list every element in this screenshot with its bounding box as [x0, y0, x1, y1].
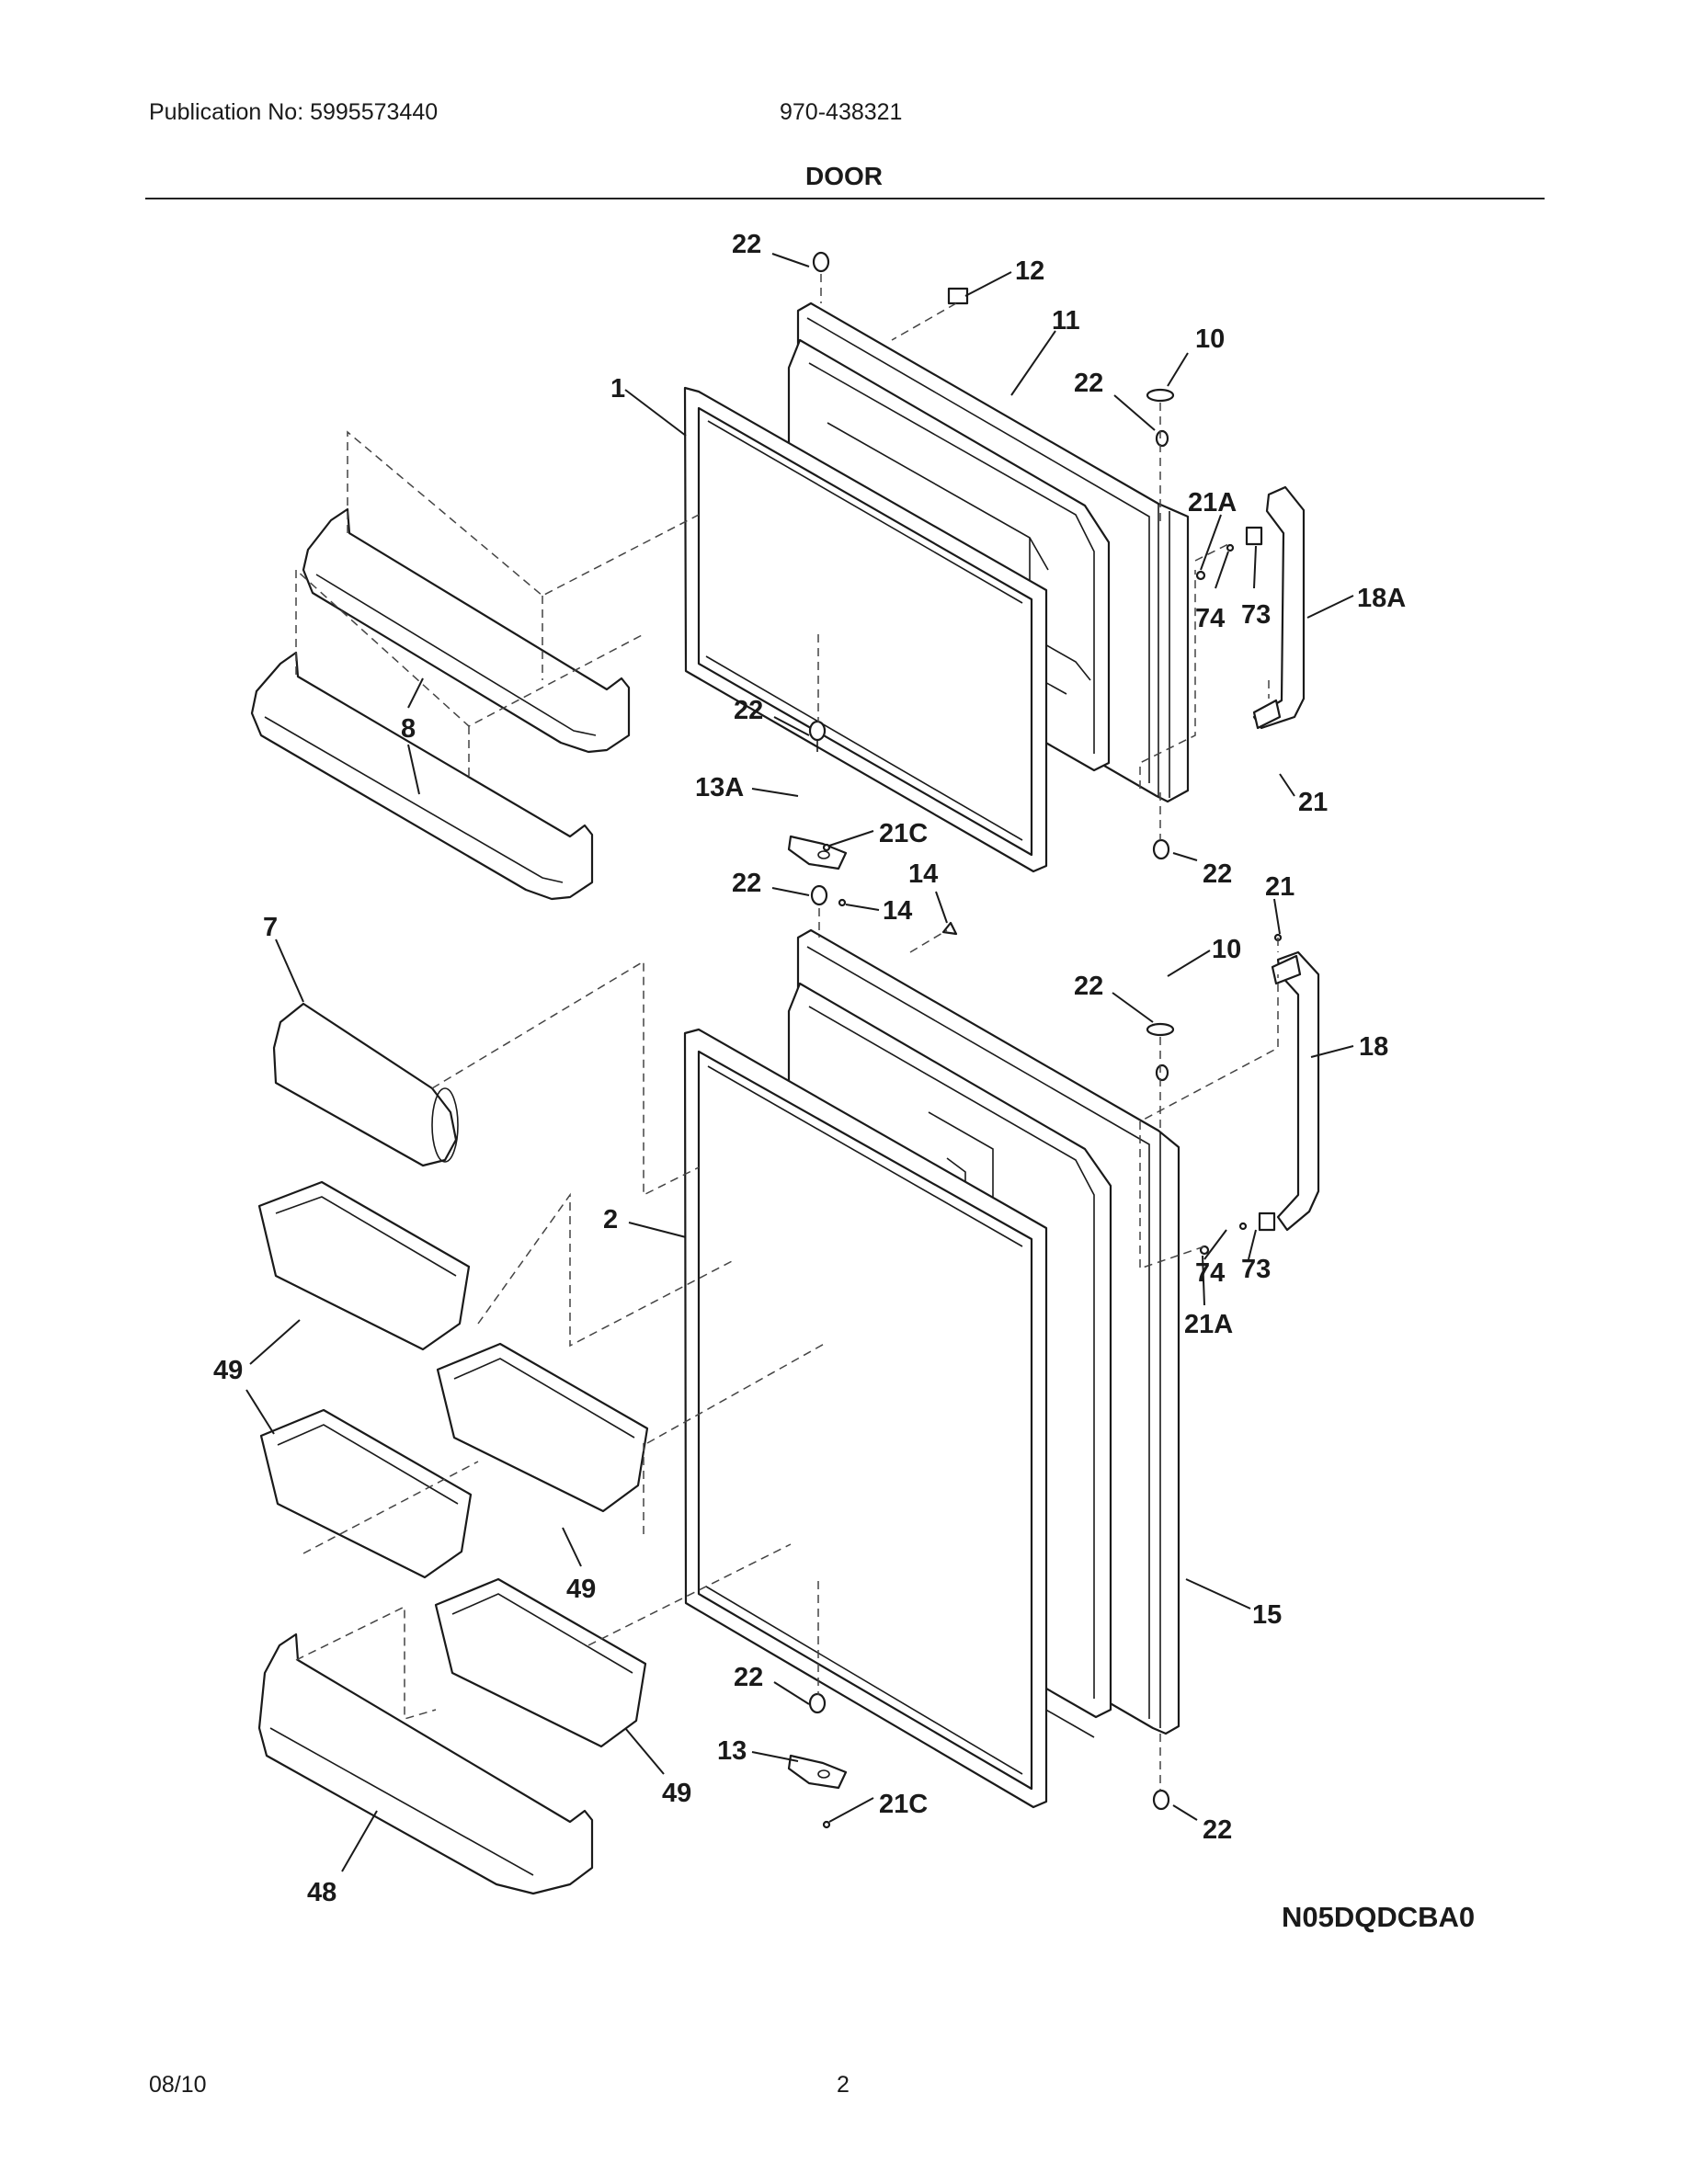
callout-21: 21: [1265, 872, 1295, 902]
callout-74: 74: [1195, 604, 1225, 633]
freezer-door-shelf-bar-upper: [302, 507, 631, 754]
freezer-handle: [1245, 485, 1306, 730]
freezer-door-shelf-bar-lower: [250, 651, 594, 901]
callout-21a: 21A: [1188, 488, 1237, 518]
title-rule: [145, 198, 1545, 199]
callout-21: 21: [1298, 788, 1328, 817]
callout-22: 22: [1074, 369, 1103, 398]
page-title: DOOR: [805, 162, 883, 190]
callout-49: 49: [662, 1779, 691, 1808]
callout-21a: 21A: [1184, 1310, 1233, 1339]
fresh-food-door-gasket: [683, 1028, 1048, 1809]
callout-15: 15: [1252, 1600, 1282, 1630]
callout-22: 22: [732, 869, 761, 898]
callout-12: 12: [1015, 256, 1044, 286]
callout-48: 48: [307, 1878, 336, 1907]
callout-13a: 13A: [695, 773, 744, 802]
callout-73: 73: [1241, 1255, 1271, 1284]
door-bin-middle: [436, 1342, 649, 1513]
door-bin-left-upper: [257, 1180, 471, 1351]
callout-labels: 22 12 11 10 22 1 21A 74 73 18A 8 22 13A …: [213, 230, 1475, 1933]
model-number: 970-438321: [780, 99, 903, 125]
callout-10: 10: [1195, 324, 1225, 354]
diagram-code: N05DQDCBA0: [1282, 1901, 1475, 1933]
freezer-door-gasket: [683, 386, 1048, 873]
callout-21c: 21C: [879, 819, 928, 848]
callout-73: 73: [1241, 600, 1271, 630]
callout-2: 2: [603, 1205, 618, 1234]
freezer-top-hinge: [787, 720, 848, 870]
callout-10: 10: [1212, 935, 1241, 964]
callout-11: 11: [1052, 306, 1080, 336]
dairy-door-cover: [272, 1002, 459, 1167]
callout-49: 49: [566, 1575, 596, 1604]
callout-74: 74: [1195, 1258, 1225, 1288]
callout-14: 14: [908, 859, 938, 889]
fresh-food-handle: [1258, 950, 1320, 1232]
publication-number: Publication No: 5995573440: [149, 99, 439, 125]
callout-1: 1: [610, 374, 625, 404]
callout-8: 8: [401, 714, 416, 744]
callout-21c: 21C: [879, 1790, 928, 1819]
callout-22: 22: [1203, 1815, 1232, 1845]
door-bin-lower-right: [434, 1577, 647, 1748]
callout-7: 7: [263, 913, 278, 942]
door-bin-left-lower: [259, 1408, 473, 1579]
callout-22: 22: [732, 230, 761, 259]
callout-22: 22: [1074, 972, 1103, 1001]
callout-22: 22: [734, 1663, 763, 1692]
page-number: 2: [837, 2072, 850, 2098]
assembly-guide-lines: [295, 274, 1279, 1791]
callout-14: 14: [883, 896, 912, 926]
callout-18a: 18A: [1357, 584, 1406, 613]
fresh-food-bottom-hinge: [787, 1692, 848, 1790]
freezer-screws: [812, 251, 1235, 860]
callout-22: 22: [1203, 859, 1232, 889]
callout-18: 18: [1359, 1032, 1388, 1062]
footer-date: 08/10: [149, 2072, 207, 2098]
callout-49: 49: [213, 1356, 243, 1385]
callout-22: 22: [734, 696, 763, 725]
callout-13: 13: [717, 1736, 747, 1766]
fresh-food-screws: [810, 843, 1283, 1829]
callout-leader-lines: [245, 253, 1354, 1872]
door-shelf-bar-bottom: [257, 1632, 594, 1895]
